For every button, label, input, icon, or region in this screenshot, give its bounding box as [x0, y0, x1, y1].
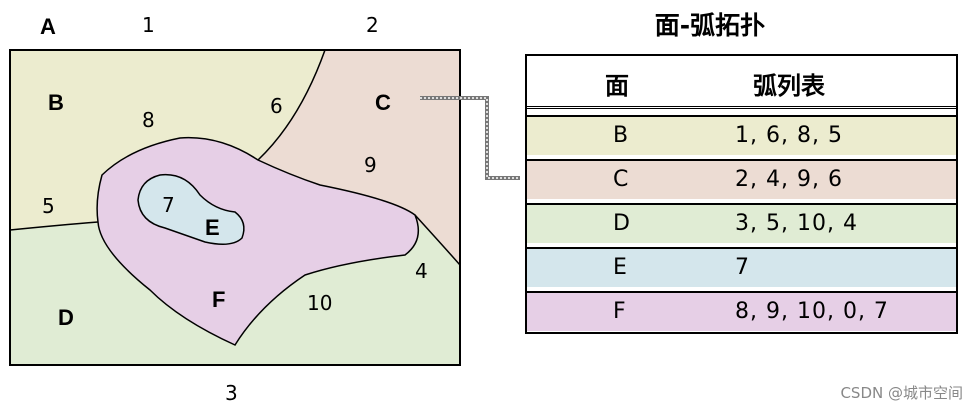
table-row-c: C 2, 4, 9, 6 [527, 159, 956, 199]
table-row-e: E 7 [527, 247, 956, 287]
arc-label-8: 8 [142, 108, 155, 132]
table-row-b: B 1, 6, 8, 5 [527, 115, 956, 155]
label-b: B [48, 90, 64, 115]
arc-label-6: 6 [270, 94, 283, 118]
cell-arc-list: 3, 5, 10, 4 [735, 211, 858, 236]
cell-arc-list: 1, 6, 8, 5 [735, 123, 843, 148]
arc-5 [9, 221, 99, 231]
cell-polygon: E [613, 255, 628, 280]
topology-title: 面-弧拓扑 [654, 11, 766, 40]
arc-4 [414, 214, 461, 266]
topology-table: 面 弧列表 B 1, 6, 8, 5 C 2, 4, 9, 6 D 3, 5, … [525, 54, 958, 334]
table-header: 面 弧列表 [527, 56, 956, 109]
cell-polygon: C [613, 167, 630, 192]
cell-polygon: D [613, 211, 631, 236]
arc-6 [257, 49, 326, 161]
label-e: E [205, 215, 220, 240]
header-arc-list: 弧列表 [753, 72, 825, 100]
label-a: A [40, 14, 56, 39]
cell-polygon: F [613, 299, 627, 324]
watermark: CSDN @城市空间 [840, 384, 963, 402]
cell-arc-list: 2, 4, 9, 6 [735, 167, 843, 192]
arc-label-7: 7 [162, 193, 175, 217]
arc-label-10: 10 [307, 291, 332, 315]
map-frame [9, 49, 461, 366]
cell-polygon: B [613, 123, 630, 148]
table-row-f: F 8, 9, 10, 0, 7 [527, 291, 956, 331]
label-c: C [375, 90, 391, 115]
cell-arc-list: 8, 9, 10, 0, 7 [735, 299, 889, 324]
cell-arc-list: 7 [735, 255, 750, 280]
label-d: D [58, 305, 74, 330]
arc-label-4: 4 [415, 259, 428, 283]
polygon-b [10, 50, 325, 230]
arc-label-3: 3 [225, 381, 238, 405]
arc-label-5: 5 [42, 194, 55, 218]
header-polygon: 面 [605, 72, 629, 100]
polygon-e [137, 173, 245, 245]
polygon-map: A B C D E F 1 2 3 4 5 6 7 8 9 10 [9, 13, 520, 405]
arc-label-1: 1 [142, 13, 155, 37]
table-row-d: D 3, 5, 10, 4 [527, 203, 956, 243]
arc-label-2: 2 [366, 13, 379, 37]
arc-label-9: 9 [364, 153, 377, 177]
label-f: F [212, 287, 225, 312]
